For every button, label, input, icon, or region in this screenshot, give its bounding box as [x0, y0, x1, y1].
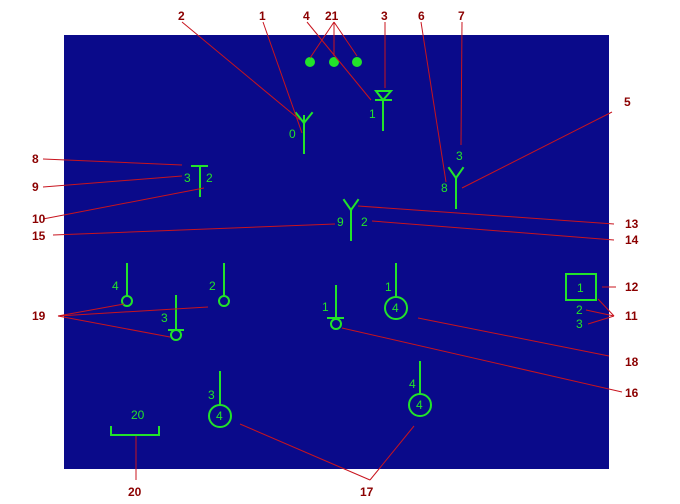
callout-9: 9: [32, 180, 39, 194]
large-circle-left-label: 3: [208, 388, 215, 402]
antenna-center-right-label: 2: [361, 215, 368, 229]
callout-18: 18: [625, 355, 639, 369]
large-circle-symbol-upper: [384, 263, 408, 320]
large-circle-right-value: 4: [416, 398, 423, 412]
callout-7: 7: [458, 9, 465, 23]
status-dot-left: [305, 57, 315, 67]
callout-17: 17: [360, 485, 374, 499]
callout-21: 21: [325, 9, 339, 23]
large-circle-right-label: 4: [409, 377, 416, 391]
t-bar-left-label: 3: [184, 171, 191, 185]
large-circle-symbol-right: [408, 361, 432, 417]
stem-circle-symbol-c: [168, 295, 184, 341]
triangle-mast-symbol: [373, 90, 394, 131]
callout-6: 6: [418, 9, 425, 23]
status-dot-middle: [329, 57, 339, 67]
large-circle-left-value: 4: [216, 409, 223, 423]
callout-13: 13: [625, 217, 639, 231]
callout-1: 1: [259, 9, 266, 23]
boxed-value-frame: [565, 273, 597, 301]
callout-8: 8: [32, 152, 39, 166]
callout-14: 14: [625, 233, 639, 247]
callout-15: 15: [32, 229, 46, 243]
stem-circle-a-label: 4: [112, 279, 119, 293]
triangle-mast-label: 1: [369, 107, 376, 121]
antenna-center-left-label: 9: [337, 215, 344, 229]
callout-5: 5: [624, 95, 631, 109]
box-below-value-2: 3: [576, 317, 583, 331]
box-below-value-1: 2: [576, 303, 583, 317]
callout-16: 16: [625, 386, 639, 400]
callout-4: 4: [303, 9, 310, 23]
antenna-right-top-label: 3: [456, 149, 463, 163]
stem-circle-symbol-d: [327, 285, 344, 330]
callout-20: 20: [128, 485, 142, 499]
stem-circle-b-label: 2: [209, 279, 216, 293]
stem-circle-symbol-b: [218, 263, 230, 307]
display-screen: [64, 35, 609, 469]
stem-circle-c-label: 3: [161, 311, 168, 325]
callout-11: 11: [625, 309, 638, 323]
antenna-top-label: 0: [289, 127, 296, 141]
stem-circle-symbol-a: [121, 263, 133, 307]
callout-3: 3: [381, 9, 388, 23]
t-bar-symbol: [191, 165, 208, 197]
antenna-symbol-top: [294, 111, 314, 154]
large-circle-upper-value: 4: [392, 301, 399, 315]
callout-2: 2: [178, 9, 185, 23]
antenna-right-side-label: 8: [441, 181, 448, 195]
large-circle-symbol-left: [208, 371, 232, 428]
t-bar-right-label: 2: [206, 171, 213, 185]
boxed-value: 1: [577, 281, 584, 295]
bracket-symbol: [110, 426, 160, 436]
callout-10: 10: [32, 212, 46, 226]
bracket-label: 20: [131, 408, 145, 422]
callout-19: 19: [32, 309, 46, 323]
stem-circle-d-label: 1: [322, 300, 329, 314]
large-circle-upper-label: 1: [385, 280, 392, 294]
antenna-symbol-right: [447, 166, 465, 209]
leader-lines: [42, 21, 623, 481]
status-dot-right: [352, 57, 362, 67]
callout-12: 12: [625, 280, 639, 294]
antenna-symbol-center: [342, 198, 360, 241]
